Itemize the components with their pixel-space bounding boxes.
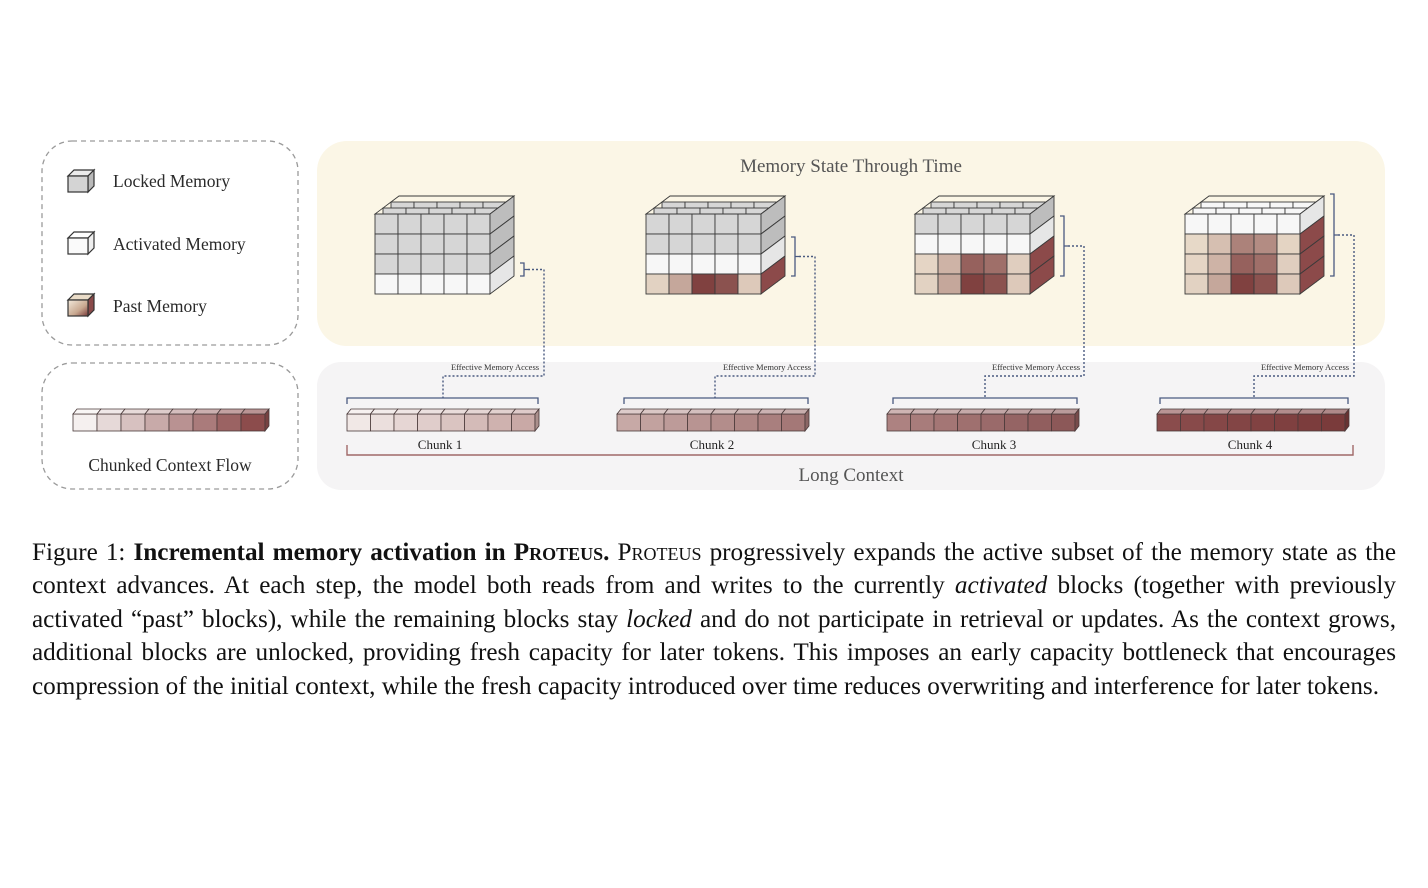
caption-lead-name: Proteus — [617, 539, 702, 566]
memory-bracket-2 — [791, 236, 799, 277]
caption-label: Figure 1: — [32, 539, 134, 566]
memory-access-connector-4 — [1253, 234, 1355, 398]
legend-activated-label: Activated Memory — [113, 234, 246, 254]
caption-text-2: blocks (together with previously activat… — [32, 572, 1396, 633]
memory-cube-3 — [913, 195, 1068, 295]
chunk-bar-2 — [616, 397, 810, 433]
chunk-label-3: Chunk 3 — [972, 437, 1016, 452]
memory-panel — [317, 141, 1385, 346]
memory-bracket-4 — [1330, 193, 1338, 277]
activated-memory-icon — [66, 230, 96, 256]
long-context-label: Long Context — [798, 465, 904, 486]
chunk-label-4: Chunk 4 — [1228, 437, 1273, 452]
access-label-4: Effective Memory Access — [1261, 362, 1349, 372]
figure-diagram: Locked Memory Activated Memory Past Memo… — [41, 140, 1385, 490]
figure-caption: Figure 1: Incremental memory activation … — [32, 536, 1396, 703]
locked-memory-icon — [66, 168, 96, 194]
past-memory-icon — [66, 292, 96, 318]
legend-past-label: Past Memory — [113, 296, 207, 316]
caption-emph-activated: activated — [954, 572, 1048, 600]
legend-chunked-label: Chunked Context Flow — [88, 455, 252, 475]
memory-cube-1 — [373, 195, 528, 295]
long-context-bracket — [346, 445, 1354, 456]
legend-locked-label: Locked Memory — [113, 171, 230, 191]
chunk-legend-bar — [72, 407, 270, 433]
chunk-label-1: Chunk 1 — [418, 437, 462, 452]
memory-cube-4 — [1183, 193, 1338, 295]
chunk-bar-1 — [346, 397, 540, 433]
memory-bracket-3 — [1060, 215, 1068, 277]
memory-cube-2 — [644, 195, 799, 295]
chunk-label-2: Chunk 2 — [690, 437, 734, 452]
caption-text-1: progressively expands the active subset … — [32, 539, 1396, 600]
legend-panel — [41, 140, 299, 346]
chunk-bar-4 — [1156, 397, 1350, 433]
access-label-3: Effective Memory Access — [992, 362, 1080, 372]
memory-access-connector-3 — [984, 245, 1085, 398]
memory-bracket-1 — [520, 262, 528, 277]
chunk-bar-3 — [886, 397, 1080, 433]
caption-title: Incremental memory activation in Proteus… — [133, 539, 610, 566]
caption-text-3: and do not participate in retrieval or u… — [32, 605, 1396, 700]
access-label-2: Effective Memory Access — [723, 362, 811, 372]
chunk-legend-panel — [41, 362, 299, 490]
access-label-1: Effective Memory Access — [451, 362, 539, 372]
memory-panel-title: Memory State Through Time — [740, 156, 962, 177]
caption-emph-locked: locked — [626, 605, 692, 633]
context-panel — [317, 362, 1385, 490]
